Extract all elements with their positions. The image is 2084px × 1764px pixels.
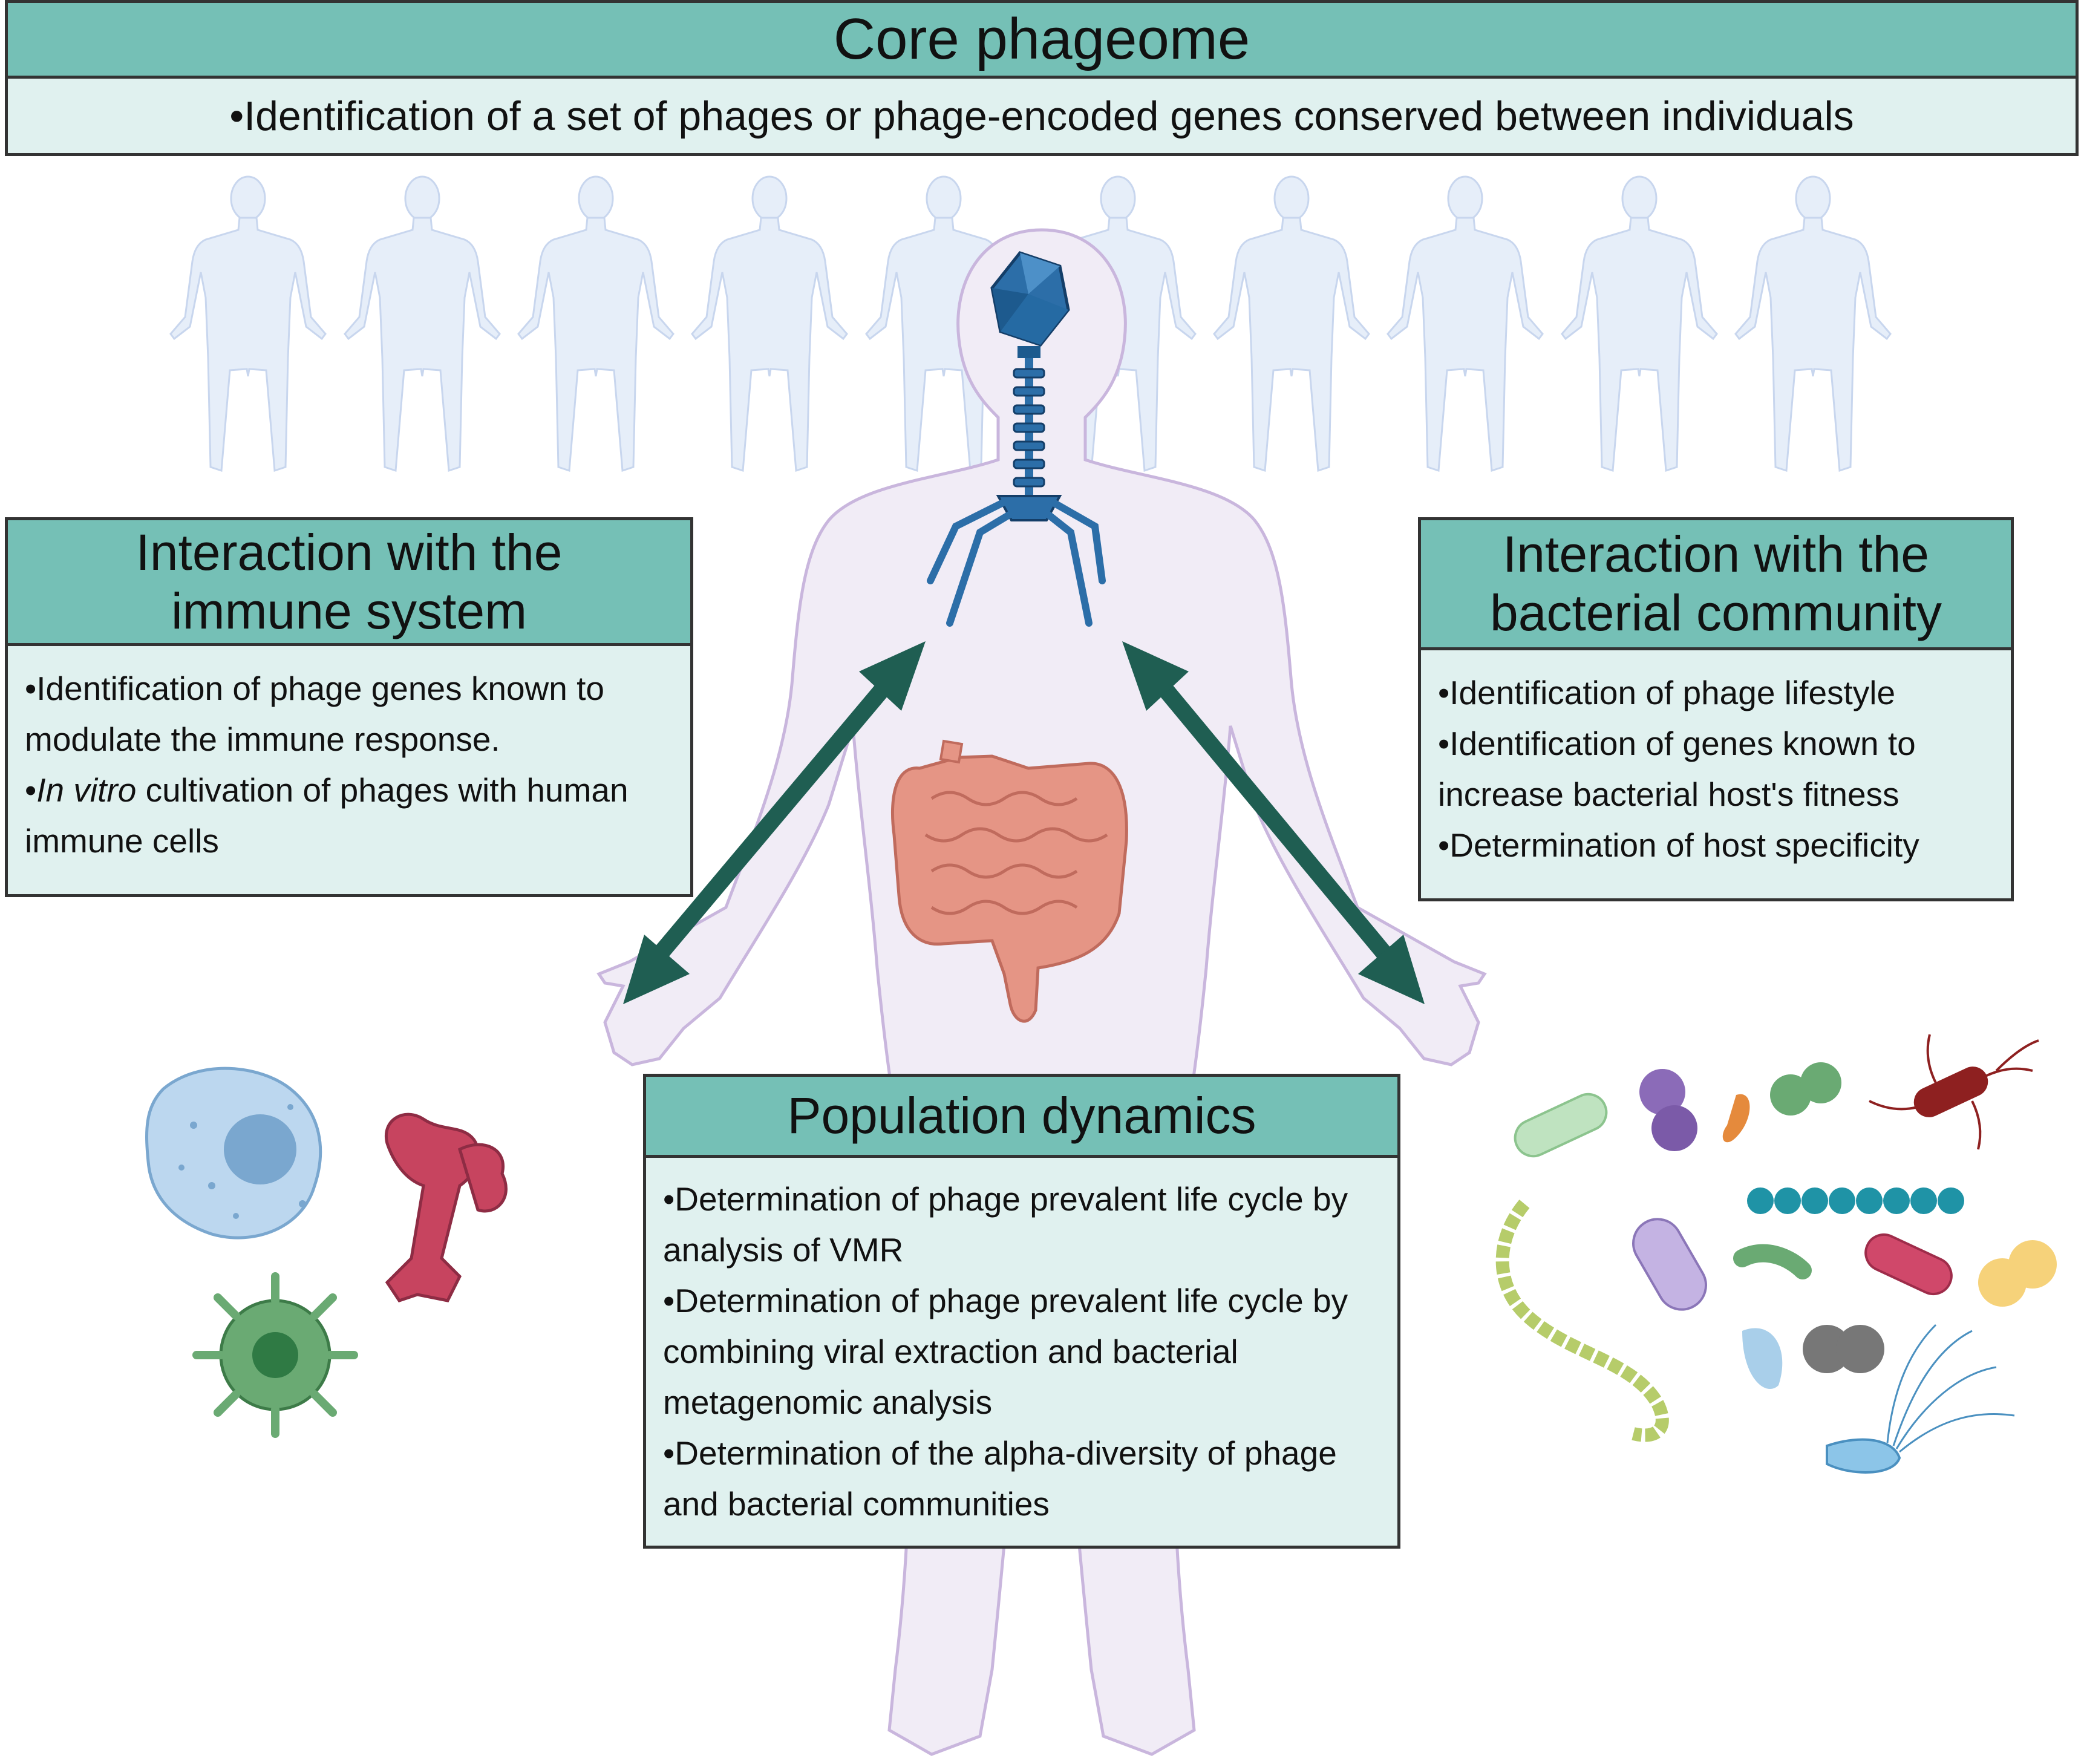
core-phageome-title: Core phageome — [833, 7, 1250, 71]
immune-title-line2: immune system — [171, 582, 528, 639]
core-phageome-text: •Identification of a set of phages or ph… — [229, 93, 1854, 139]
immune-system-box: Interaction with the immune system •Iden… — [5, 517, 693, 897]
bacterial-title-line2: bacterial community — [1490, 584, 1942, 641]
population-dynamics-box: Population dynamics •Determination of ph… — [643, 1074, 1400, 1549]
bacterial-community-box: Interaction with the bacterial community… — [1418, 517, 2014, 901]
population-dynamics-body: •Determination of phage prevalent life c… — [646, 1158, 1397, 1541]
immune-system-header: Interaction with the immune system — [8, 520, 690, 646]
bacterial-community-header: Interaction with the bacterial community — [1421, 520, 2011, 650]
immune-bullet-2-text: cultivation of phages with human immune … — [25, 771, 629, 860]
bacterial-bullet-1: •Identification of phage lifestyle — [1438, 674, 1896, 711]
population-dynamics-header: Population dynamics — [646, 1077, 1397, 1158]
immune-title-line1: Interaction with the — [136, 523, 563, 581]
intestine-icon — [890, 739, 1128, 1023]
core-phageome-header: Core phageome — [5, 0, 2079, 79]
bacterial-bullet-3: •Determination of host specificity — [1438, 826, 1919, 864]
bullet-mark: • — [25, 771, 37, 809]
bacteriophage-icon — [927, 251, 1106, 627]
bacteria-icons — [1495, 1034, 2057, 1474]
immune-bullet-2: •In vitro cultivation of phages with hum… — [25, 765, 673, 866]
bacterial-bullet-2: •Identification of genes known to increa… — [1438, 725, 1916, 813]
population-title: Population dynamics — [787, 1087, 1256, 1145]
bacterial-title-line1: Interaction with the — [1502, 526, 1930, 583]
population-bullet-2: •Determination of phage prevalent life c… — [663, 1282, 1348, 1421]
population-bullet-3: •Determination of the alpha-diversity of… — [663, 1434, 1337, 1523]
population-bullet-1: •Determination of phage prevalent life c… — [663, 1180, 1348, 1269]
core-phageome-body: •Identification of a set of phages or ph… — [5, 76, 2079, 156]
in-vitro-label: In vitro — [36, 771, 137, 809]
bacterial-community-body: •Identification of phage lifestyle •Iden… — [1421, 650, 2011, 883]
double-arrow — [623, 641, 1425, 1004]
immune-bullet-1: •Identification of phage genes known to … — [25, 670, 604, 758]
immune-cell-icons — [145, 1067, 508, 1438]
immune-system-body: •Identification of phage genes known to … — [8, 646, 690, 878]
